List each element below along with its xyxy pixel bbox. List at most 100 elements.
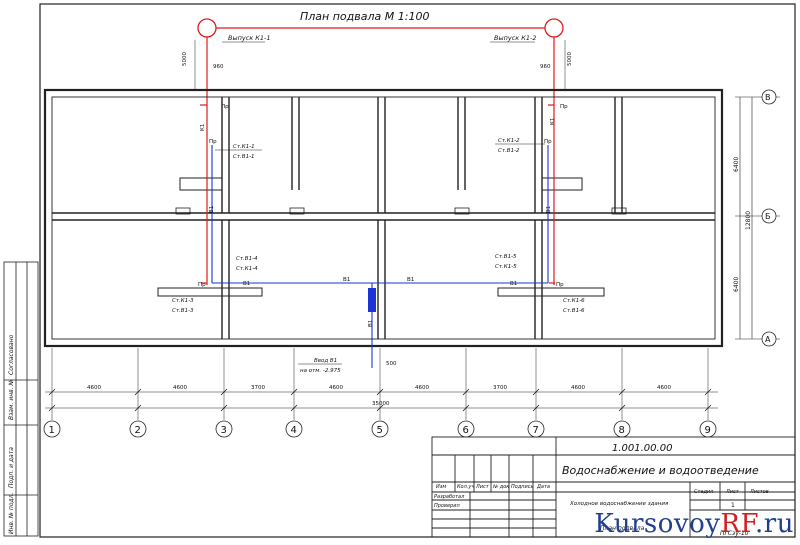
riser-label: Ст.В1-2 xyxy=(498,148,520,154)
watermark-accent: RF xyxy=(720,509,756,539)
bay-dim-label: 4600 xyxy=(87,385,101,391)
outlet-label: Выпуск К1-1 xyxy=(228,34,271,42)
dim-tick xyxy=(704,404,712,412)
pipe-tag: К1 xyxy=(200,124,206,131)
dim-label: 6400 xyxy=(733,157,740,172)
column-axis-label: 5 xyxy=(377,425,383,436)
pipe-tag: В1 xyxy=(546,206,552,213)
dim-tick xyxy=(48,388,56,396)
dim-tick xyxy=(532,404,540,412)
pipe-tag: Пр xyxy=(544,139,552,145)
row-axis-label: А xyxy=(765,335,771,344)
outlet-k1-1 xyxy=(197,18,545,100)
pipe-tag: Пр xyxy=(560,104,568,110)
tb-stage-header: Стадия xyxy=(694,489,713,495)
column-axis-marker xyxy=(43,420,61,438)
pipe-tag: Пр xyxy=(556,282,564,288)
dim-tick xyxy=(220,404,228,412)
org-code: ПГСзу-10 xyxy=(720,530,749,537)
sheet-name: Холодное водоснабжение здания xyxy=(569,501,669,507)
riser-label: Ст.В1-1 xyxy=(233,154,255,160)
total-dim-label: 35000 xyxy=(372,401,390,407)
tb-header: Кол.уч xyxy=(457,484,474,490)
tb-stage-header: Листов xyxy=(749,489,769,495)
row-axis-markers xyxy=(761,89,777,347)
dim-label: 5000 xyxy=(182,52,188,66)
watermark: KursovoyRF.ru xyxy=(594,509,794,539)
dim-tick xyxy=(532,388,540,396)
column-axis-label: 4 xyxy=(291,425,297,436)
plan-short: План подвала xyxy=(600,525,645,532)
bay-dim-label: 3700 xyxy=(251,385,265,391)
inlet-note: на отм. -2.975 xyxy=(300,368,341,374)
sewer-network xyxy=(200,100,555,285)
riser-label: Ст.К1-1 xyxy=(233,144,255,150)
bay-dim-label: 4600 xyxy=(329,385,343,391)
dim-tick xyxy=(704,388,712,396)
dim-tick xyxy=(220,388,228,396)
watermark-tail: .ru xyxy=(755,509,794,539)
dim-tick xyxy=(376,388,384,396)
riser-label: Ст.К1-4 xyxy=(236,266,258,272)
pipe-tag: В1 xyxy=(343,277,350,283)
riser-label: Ст.В1-3 xyxy=(172,308,194,314)
tb-role: Разработал xyxy=(434,494,465,500)
side-stamp-label: Согласовано xyxy=(8,334,15,375)
dim-label: 5000 xyxy=(567,52,573,66)
outlet-k1-2 xyxy=(544,18,564,100)
row-axis-label: В xyxy=(765,93,771,102)
side-stamp-label: Взам. инв. № xyxy=(8,379,15,420)
water-network xyxy=(211,145,549,368)
project-name: Водоснабжение и водоотведение xyxy=(562,464,759,477)
side-stamp xyxy=(3,261,39,537)
pipe-tag: Пр xyxy=(221,104,229,110)
column-axis-label: 2 xyxy=(135,425,141,436)
dim-label: 960 xyxy=(213,64,224,70)
bay-dim-label: 4600 xyxy=(173,385,187,391)
dim-label: 500 xyxy=(386,361,397,367)
outlet-label: Выпуск К1-2 xyxy=(494,34,537,42)
pipe-tag: В1 xyxy=(407,277,414,283)
pipe-tag: В1 xyxy=(510,281,517,287)
dim-label: 12800 xyxy=(745,211,752,230)
inlet-note: Ввод В1 xyxy=(314,358,337,364)
bottom-dimension-lines xyxy=(45,391,718,409)
pipe-tag: В1 xyxy=(368,320,374,327)
sheet-frame xyxy=(39,3,796,538)
sheet-number: 1 xyxy=(731,502,735,509)
watermark-main: Kursovoy xyxy=(594,509,721,539)
dim-tick xyxy=(290,388,298,396)
dim-tick xyxy=(462,404,470,412)
tb-header: № док xyxy=(492,484,509,490)
column-axis-marker xyxy=(129,420,147,438)
tb-role: Проверил xyxy=(434,503,460,509)
riser-label: Ст.К1-5 xyxy=(495,264,517,270)
column-axis-label: 9 xyxy=(705,425,711,436)
column-axis-marker xyxy=(215,420,233,438)
bay-dim-label: 4600 xyxy=(571,385,585,391)
riser-label: Ст.К1-3 xyxy=(172,298,194,304)
column-axis-label: 1 xyxy=(49,425,55,436)
riser-label: Ст.В1-6 xyxy=(563,308,585,314)
column-axis-label: 8 xyxy=(619,425,625,436)
tb-header: Подпись xyxy=(511,484,534,490)
dim-tick xyxy=(462,388,470,396)
side-stamp-label: Подп. и дата xyxy=(8,447,15,488)
tb-header: Изм xyxy=(436,484,446,490)
row-axis-label: Б xyxy=(765,212,771,221)
bay-dim-label: 3700 xyxy=(493,385,507,391)
tb-header: Дата xyxy=(536,484,550,490)
pipe-tag: Пр xyxy=(209,139,217,145)
drawing-title: План подвала М 1:100 xyxy=(300,10,429,23)
riser-label: Ст.К1-2 xyxy=(498,138,520,144)
riser-label: Ст.В1-5 xyxy=(495,254,517,260)
side-stamp-label: Инв. № подл. xyxy=(8,493,15,534)
dim-tick xyxy=(134,388,142,396)
dim-tick xyxy=(618,388,626,396)
bay-dim-label: 4600 xyxy=(657,385,671,391)
pipe-tag: В1 xyxy=(243,281,250,287)
riser-label: Ст.В1-4 xyxy=(236,256,258,262)
